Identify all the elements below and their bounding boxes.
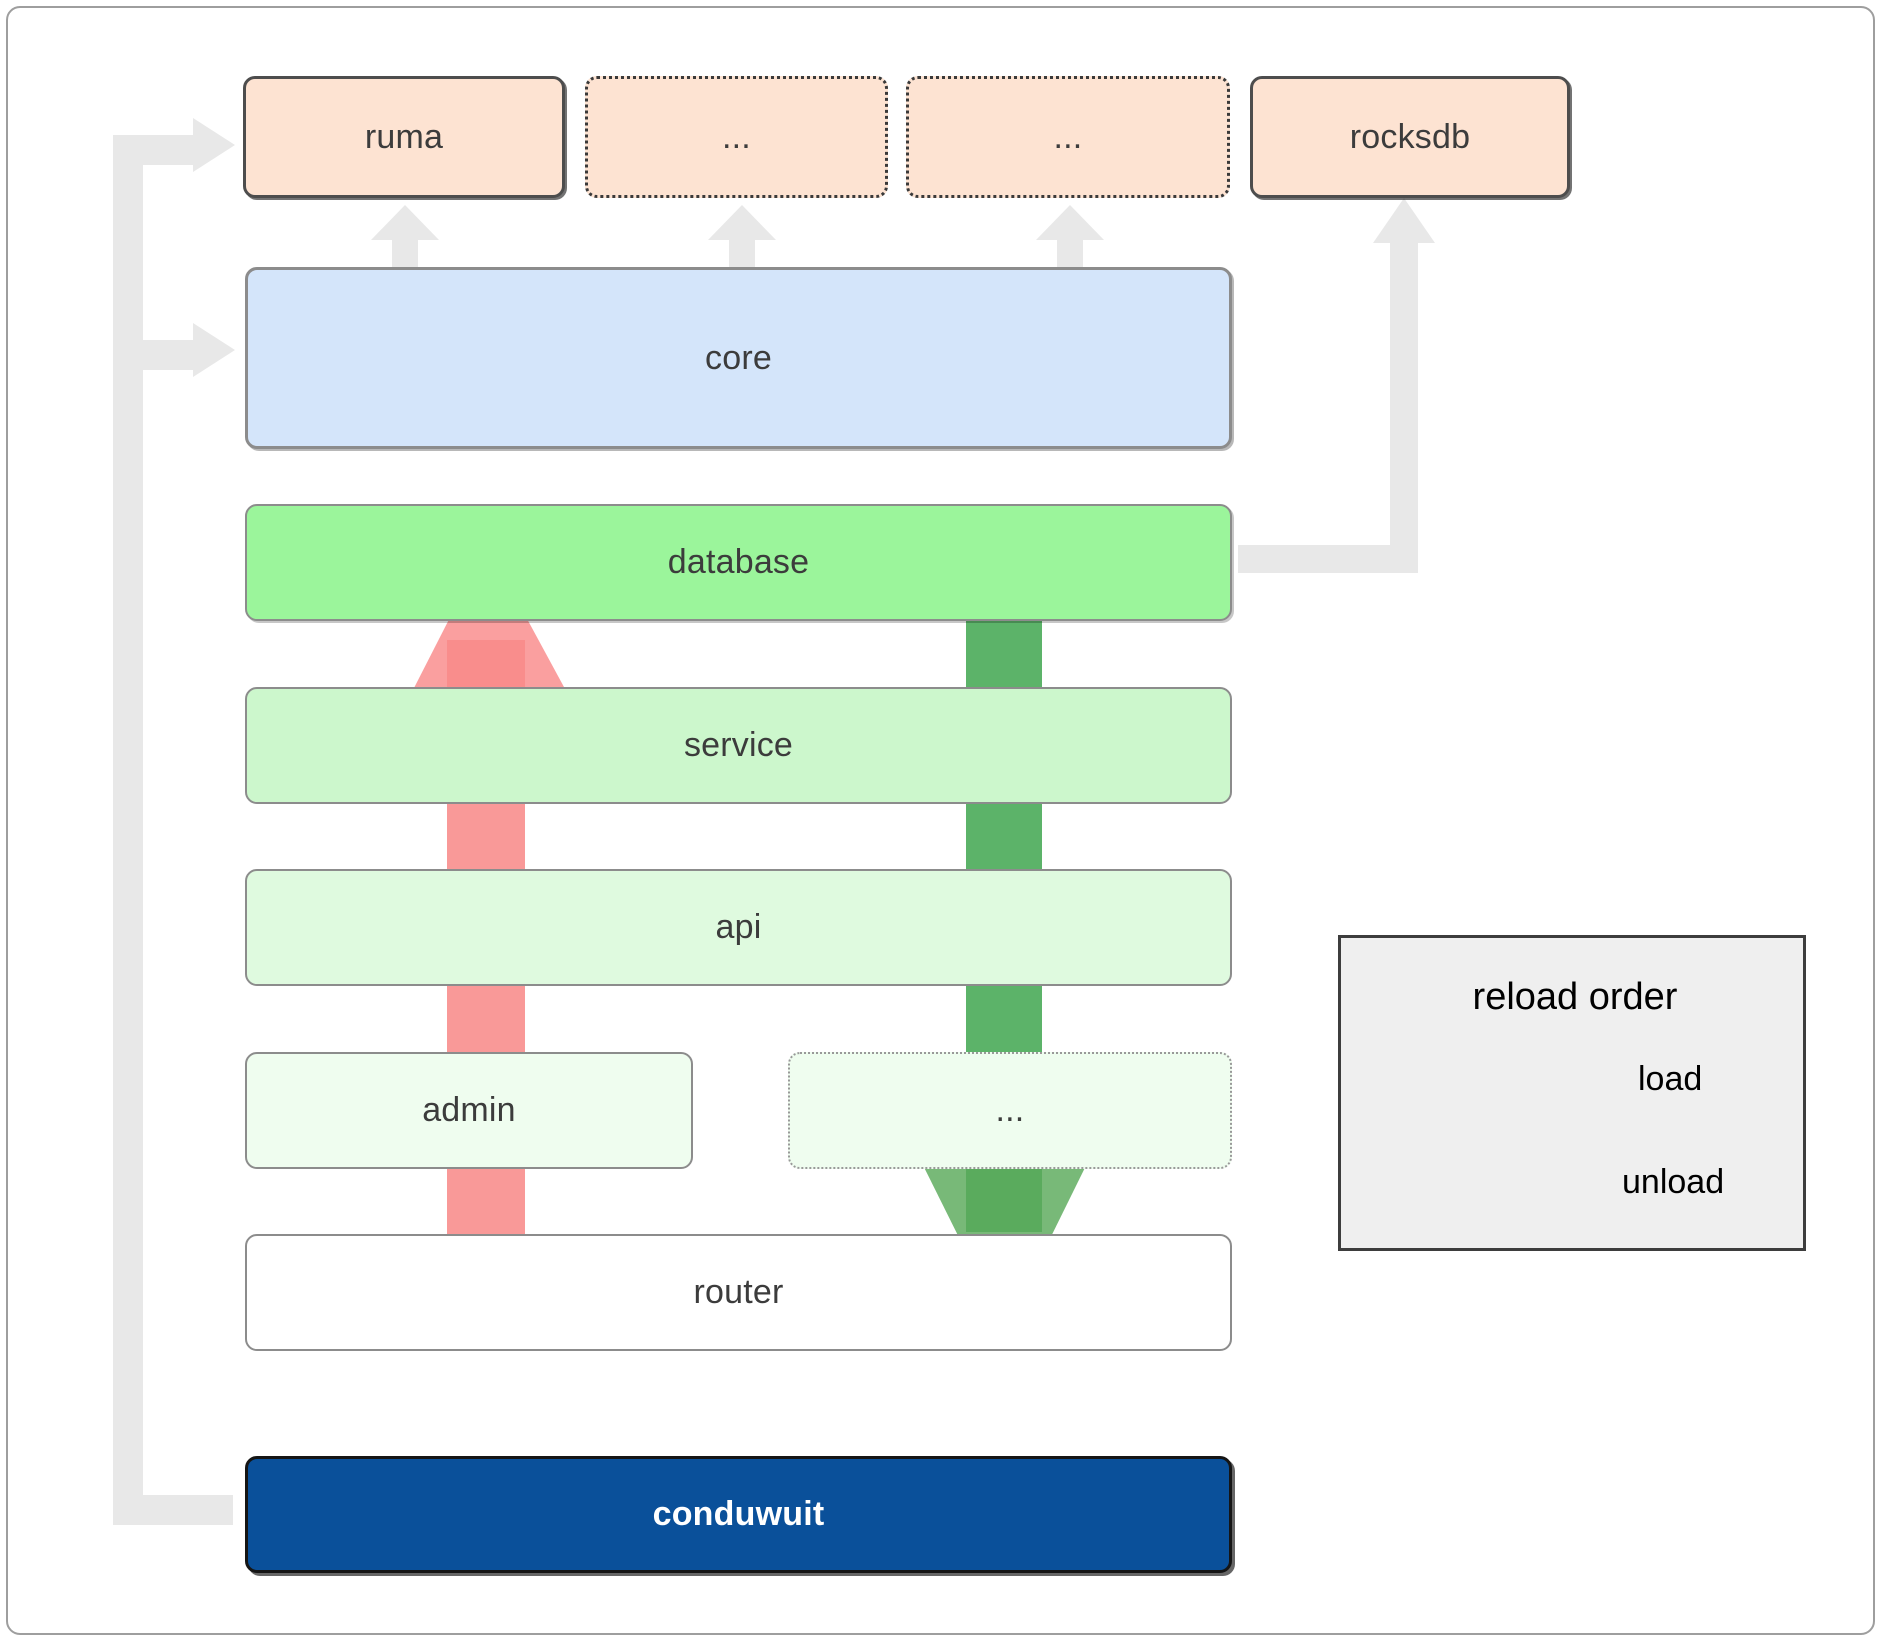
legend-panel: reload order [1338, 935, 1806, 1251]
gray-connector-rail [113, 118, 235, 1525]
app-label-conduwuit: conduwuit [652, 1495, 825, 1533]
dependency-label-etc-1: ... [722, 117, 751, 156]
dependency-label-rocksdb: rocksdb [1349, 117, 1471, 156]
layer-node-etc[interactable]: ... [788, 1052, 1232, 1169]
layer-node-database[interactable]: database [245, 504, 1232, 621]
layer-label-api: api [715, 908, 762, 946]
layer-label-database: database [667, 543, 810, 581]
legend-label-load: load [1638, 1060, 1703, 1098]
dependency-label-etc-2: ... [1053, 117, 1083, 156]
dependency-node-ruma[interactable]: ruma [243, 76, 565, 198]
gray-connector-rocksdb [1238, 198, 1435, 573]
layer-label-router: router [693, 1273, 784, 1311]
app-node-conduwuit[interactable]: conduwuit [245, 1456, 1232, 1573]
legend-title: reload order [1472, 976, 1678, 1018]
legend-label-unload: unload [1622, 1163, 1725, 1201]
layer-label-etc: ... [995, 1091, 1025, 1129]
layer-label-core: core [705, 338, 772, 377]
layer-node-service[interactable]: service [245, 687, 1232, 804]
dependency-label-ruma: ruma [364, 117, 444, 156]
dependency-node-etc-2[interactable]: ... [906, 76, 1230, 198]
dependency-node-etc-1[interactable]: ... [585, 76, 888, 198]
layer-label-service: service [683, 726, 794, 764]
layer-node-router[interactable]: router [245, 1234, 1232, 1351]
layer-node-core[interactable]: core [245, 267, 1232, 449]
layer-node-admin[interactable]: admin [245, 1052, 693, 1169]
layer-node-api[interactable]: api [245, 869, 1232, 986]
layer-label-admin: admin [422, 1091, 516, 1129]
dependency-node-rocksdb[interactable]: rocksdb [1250, 76, 1570, 198]
